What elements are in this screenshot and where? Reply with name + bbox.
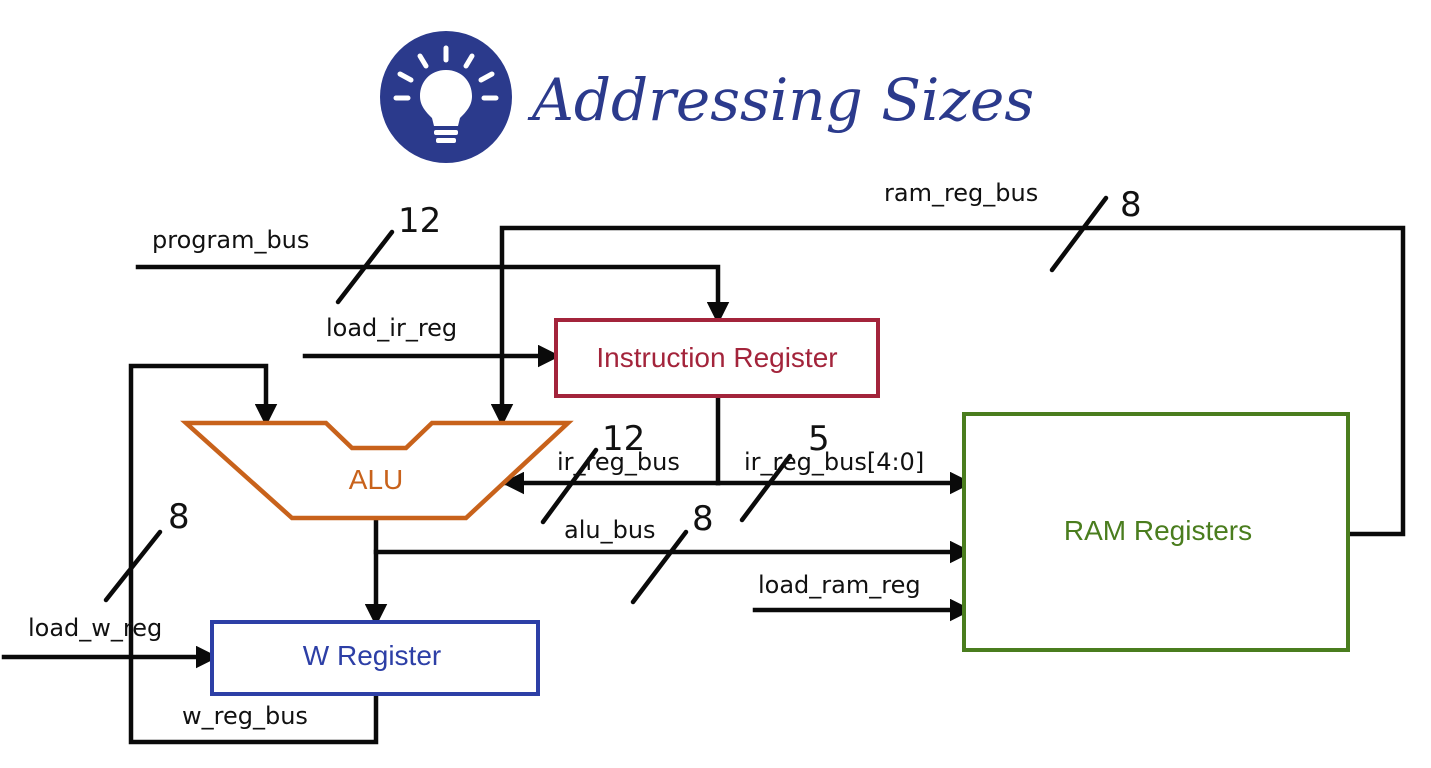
- ir-reg-bus-low-width: 5: [808, 419, 830, 459]
- program-bus-width: 12: [398, 201, 441, 241]
- ir-reg-bus-slash: [540, 447, 599, 525]
- program-bus-label: program_bus: [152, 226, 309, 254]
- alu-label: ALU: [349, 464, 403, 495]
- wires: [1, 225, 1406, 745]
- instruction-register-label: Instruction Register: [596, 342, 837, 373]
- ir-reg-bus-width: 12: [602, 419, 645, 459]
- page-title: Addressing Sizes: [527, 66, 1034, 134]
- instruction-register-block: Instruction Register: [554, 318, 880, 398]
- lightbulb-icon: [380, 31, 512, 163]
- load-ram-reg-label: load_ram_reg: [758, 571, 921, 599]
- load-ir-reg-label: load_ir_reg: [326, 314, 457, 342]
- alu-block: ALU: [180, 420, 574, 521]
- bus-width-slashes: [103, 195, 1109, 605]
- ram-reg-bus-slash: [1049, 195, 1109, 273]
- alu-bus-label: alu_bus: [564, 516, 656, 544]
- ir-reg-bus-low-slash: [739, 453, 793, 523]
- w-loop-slash: [103, 529, 163, 603]
- ram-reg-bus-wire: [490, 225, 1406, 537]
- ir-reg-bus-label: ir_reg_bus: [557, 448, 680, 476]
- signal-labels: program_bus load_ir_reg ir_reg_bus ir_re…: [28, 179, 1038, 730]
- ir-reg-bus-low-label: ir_reg_bus[4:0]: [744, 448, 924, 476]
- w-reg-bus-wire: [128, 363, 379, 745]
- ram-registers-block: RAM Registers: [962, 412, 1350, 652]
- ram-reg-bus-label: ram_reg_bus: [884, 179, 1038, 207]
- program-bus-wire: [135, 264, 730, 325]
- bus-width-labels: 12 8 12 5 8 8: [168, 185, 1142, 539]
- w-register-label: W Register: [303, 640, 441, 671]
- w-reg-bus-label: w_reg_bus: [182, 702, 308, 730]
- alu-bus-slash: [630, 529, 689, 605]
- alu-bus-width: 8: [692, 499, 714, 539]
- w-register-block: W Register: [210, 620, 540, 696]
- w-loop-width: 8: [168, 497, 190, 537]
- ram-reg-bus-width: 8: [1120, 185, 1142, 225]
- program-bus-slash: [335, 229, 395, 305]
- load-w-reg-label: load_w_reg: [28, 614, 162, 642]
- ram-registers-label: RAM Registers: [1064, 515, 1252, 546]
